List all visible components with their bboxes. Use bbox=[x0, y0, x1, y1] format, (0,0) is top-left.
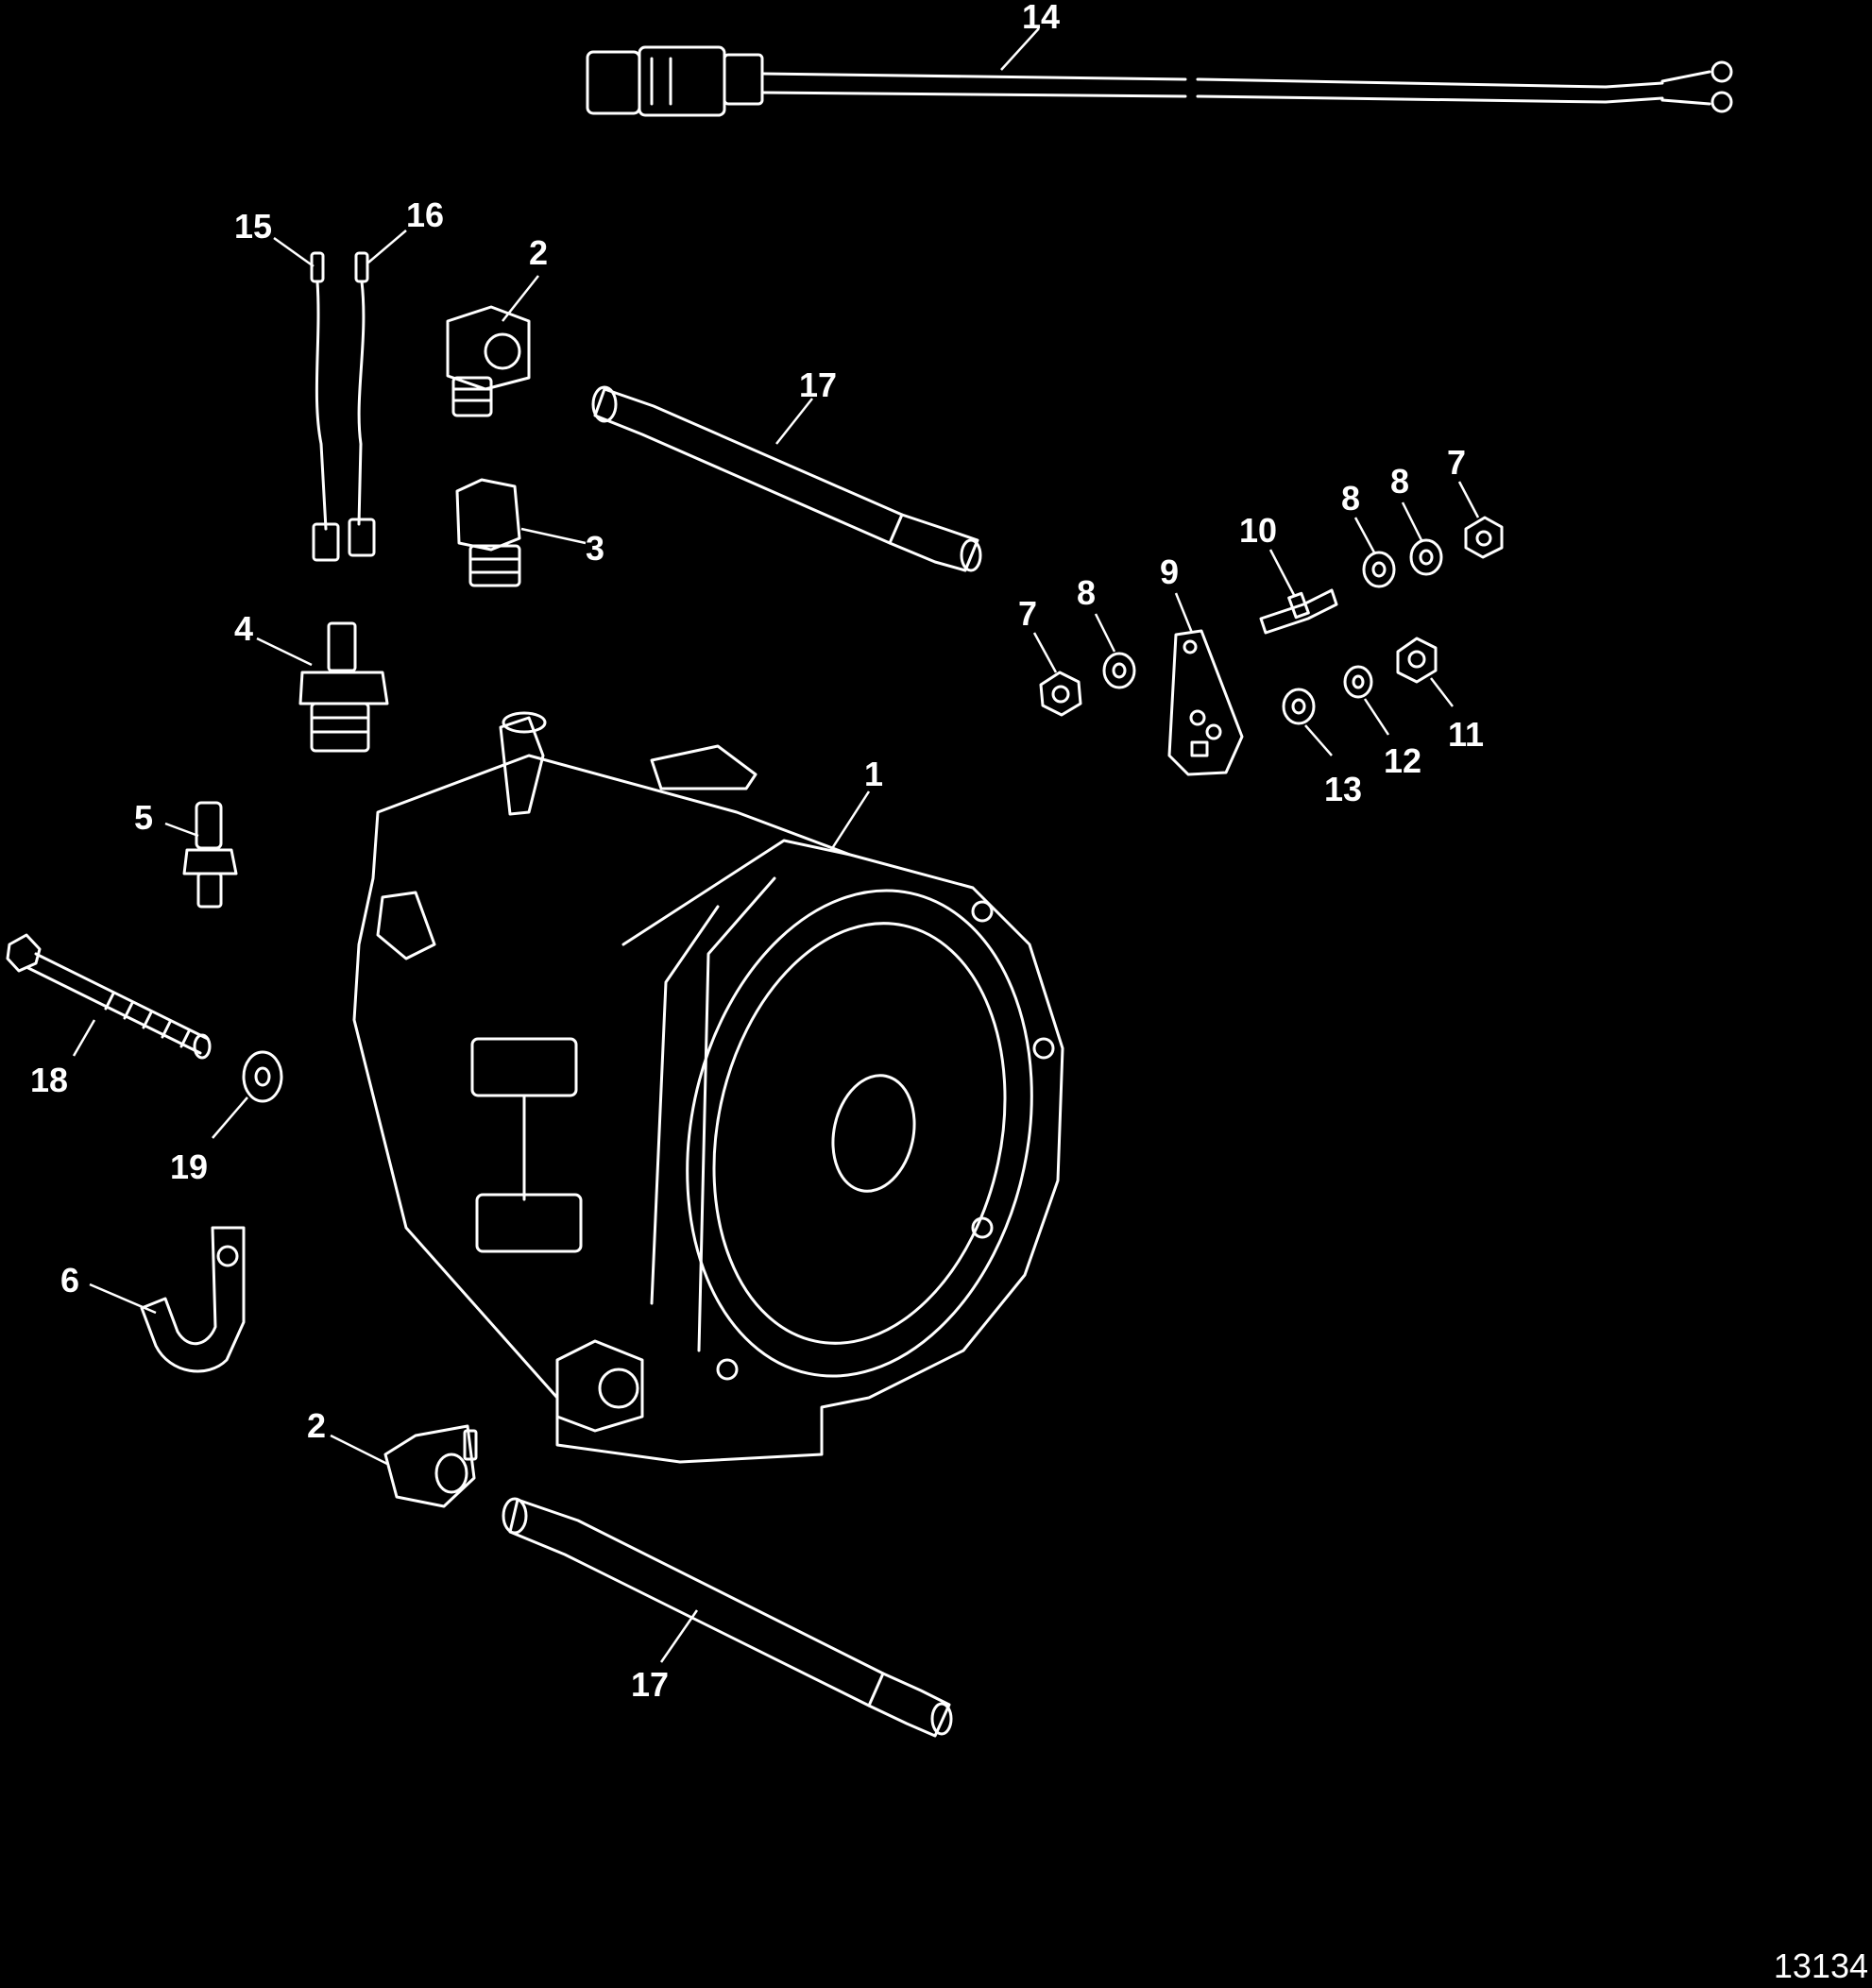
part-13-washer bbox=[1282, 688, 1316, 725]
callout-2-bottom: 2 bbox=[307, 1406, 326, 1445]
part-7-nut-right bbox=[1464, 516, 1504, 559]
callout-19: 19 bbox=[170, 1147, 208, 1186]
part-8-washer-left bbox=[1102, 652, 1136, 689]
callout-4: 4 bbox=[234, 609, 253, 648]
callout-17-top: 17 bbox=[799, 365, 837, 404]
callout-5: 5 bbox=[134, 798, 153, 837]
part-17-hose-top bbox=[591, 385, 982, 572]
part-11-nut bbox=[1396, 637, 1438, 684]
part-6-clamp bbox=[140, 1226, 246, 1373]
callout-1: 1 bbox=[864, 755, 883, 793]
callout-8-left: 8 bbox=[1077, 573, 1096, 612]
part-17-hose-bottom bbox=[502, 1497, 953, 1738]
callout-8-mid: 8 bbox=[1341, 479, 1360, 518]
part-4-temperature-switch bbox=[298, 621, 389, 753]
callout-6: 6 bbox=[60, 1261, 79, 1300]
callout-17-bottom: 17 bbox=[631, 1665, 669, 1704]
part-1-transmission-housing bbox=[352, 711, 1064, 1464]
callout-12: 12 bbox=[1384, 741, 1421, 780]
callout-15: 15 bbox=[234, 207, 272, 246]
callout-7-left: 7 bbox=[1018, 594, 1037, 633]
callout-16: 16 bbox=[406, 195, 444, 234]
callout-9: 9 bbox=[1160, 552, 1179, 591]
callout-labels: 14 15 16 2 17 3 4 7 8 9 10 8 8 7 11 12 1… bbox=[30, 0, 1484, 1704]
callout-3: 3 bbox=[586, 529, 604, 568]
callout-18: 18 bbox=[30, 1061, 68, 1099]
part-2-elbow-fitting-top bbox=[446, 305, 531, 417]
callout-8-right: 8 bbox=[1390, 462, 1409, 501]
part-9-bracket bbox=[1167, 629, 1244, 776]
part-10-stud bbox=[1259, 588, 1338, 635]
part-8-washer-right bbox=[1409, 538, 1443, 576]
part-18-bolt bbox=[6, 933, 212, 1060]
part-15-wire bbox=[310, 251, 340, 562]
callout-2-top: 2 bbox=[529, 233, 548, 272]
figure-id: 13134 bbox=[1774, 1946, 1868, 1985]
part-19-washer bbox=[242, 1050, 283, 1103]
part-12-lock-washer bbox=[1343, 665, 1373, 699]
callout-11: 11 bbox=[1448, 715, 1484, 754]
part-16-wire bbox=[348, 251, 376, 557]
part-14-wiring-harness bbox=[586, 45, 1733, 117]
part-8-washer-mid bbox=[1362, 551, 1396, 588]
leader-lines bbox=[72, 27, 1480, 1663]
callout-7-right: 7 bbox=[1447, 443, 1466, 482]
part-7-nut-left bbox=[1039, 671, 1082, 717]
callout-10: 10 bbox=[1239, 511, 1277, 550]
callout-13: 13 bbox=[1324, 770, 1362, 808]
part-5-hose-barb bbox=[182, 801, 238, 909]
callout-14: 14 bbox=[1022, 0, 1060, 36]
part-2-elbow-fitting-bottom bbox=[383, 1424, 478, 1508]
part-3-adapter-fitting bbox=[455, 478, 521, 587]
